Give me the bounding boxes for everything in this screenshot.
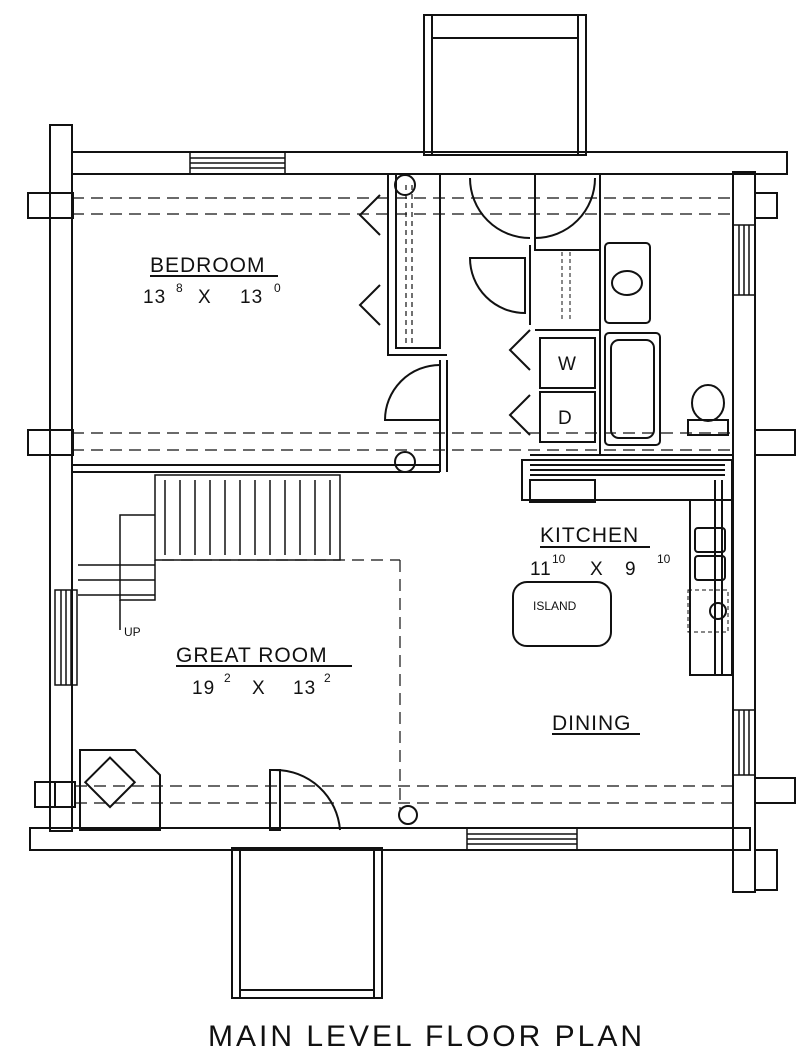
bottom-deck: [231, 847, 383, 999]
room-labels: BEDROOM 13 8 X 13 0 KITCHEN 11 10 X 9 10…: [124, 254, 671, 735]
great-room-name: GREAT ROOM: [176, 644, 328, 667]
kitchen-counters: [512, 459, 733, 676]
kitchen-name: KITCHEN: [540, 524, 639, 547]
kitchen-dim-x: X: [590, 559, 604, 580]
plan-caption: MAIN LEVEL FLOOR PLAN: [208, 1020, 645, 1053]
stair-up-label: UP: [124, 625, 141, 639]
front-door: [269, 768, 418, 831]
bedroom-dim-b-sup: 0: [274, 281, 281, 295]
great-room-dim-a-sup: 2: [224, 671, 231, 685]
island-label: ISLAND: [533, 599, 577, 613]
windows: [54, 151, 756, 851]
kitchen-dim-a-sup: 10: [552, 552, 566, 566]
wood-stove: [79, 749, 161, 831]
great-room-dim-b: 13: [293, 678, 316, 699]
bath-laundry: [468, 174, 733, 456]
dining-name: DINING: [552, 712, 632, 735]
great-room-dim-a: 19: [192, 678, 215, 699]
staircase: [78, 474, 341, 630]
bedroom-dim-a-sup: 8: [176, 281, 183, 295]
bedroom-dim-b: 13: [240, 287, 263, 308]
great-room-dim-x: X: [252, 678, 266, 699]
top-deck: [423, 14, 587, 156]
kitchen-dim-b-sup: 10: [657, 552, 671, 566]
ceiling-beams: [72, 197, 733, 812]
bedroom-name: BEDROOM: [150, 254, 266, 277]
great-room-dim-b-sup: 2: [324, 671, 331, 685]
bedroom-walls: [72, 174, 448, 473]
washer-label: W: [558, 354, 577, 375]
dryer-label: D: [558, 408, 573, 429]
kitchen-dim-b: 9: [625, 559, 637, 580]
bedroom-dim-a: 13: [143, 287, 166, 308]
kitchen-dim-a: 11: [530, 559, 552, 580]
bedroom-dim-x: X: [198, 287, 212, 308]
